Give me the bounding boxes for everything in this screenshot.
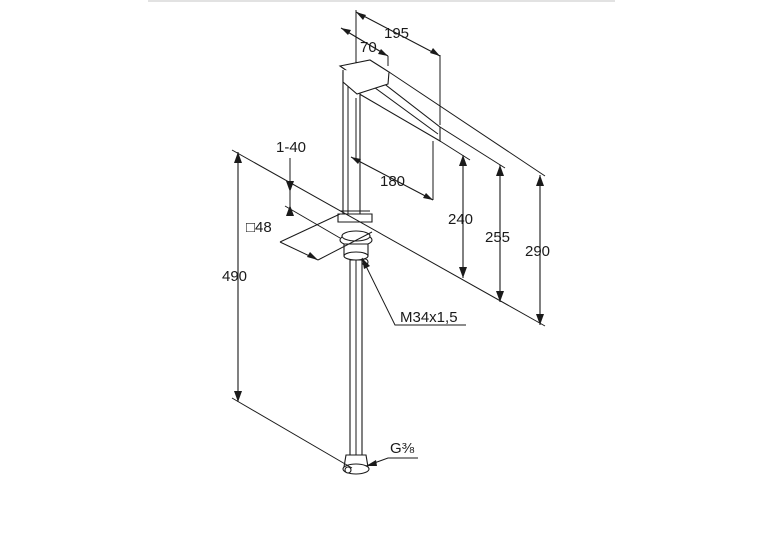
dimension-lines: [231, 10, 546, 469]
arrow-1-40-a: [286, 181, 294, 192]
arrow-180-a: [351, 157, 361, 164]
label-48: □48: [246, 219, 272, 236]
ext-255-top: [439, 126, 506, 169]
dim-line-48-a: [279, 213, 341, 243]
label-70: 70: [360, 39, 377, 56]
arrow-180-b: [423, 193, 433, 200]
arrow-490-b: [234, 391, 242, 402]
label-240: 240: [448, 211, 473, 228]
arrow-490-a: [234, 152, 242, 163]
ext-240-top: [439, 140, 471, 161]
arrow-48: [307, 252, 318, 260]
ext-1-40: [284, 205, 341, 239]
arrow-1-40-b: [286, 205, 294, 216]
label-1-40: 1-40: [276, 139, 306, 156]
mounting-surface-line: [231, 149, 546, 327]
dim-line-180: [350, 156, 434, 201]
arrow-195-b: [430, 48, 440, 56]
arrow-255-b: [496, 291, 504, 302]
ext-290-top: [388, 71, 546, 177]
mounting-washer-top: [341, 230, 371, 242]
label-490: 490: [222, 268, 247, 285]
label-195: 195: [384, 25, 409, 42]
dim-line-195: [355, 11, 441, 57]
dimension-labels: 195 70 180 240 255 290 1-40 □48 490 M34x…: [222, 25, 550, 457]
arrow-195-a: [356, 12, 366, 20]
top-divider: [148, 0, 615, 2]
dim-line-48-b: [317, 231, 373, 261]
label-thread: M34x1,5: [400, 309, 458, 326]
label-255: 255: [485, 229, 510, 246]
arrow-70-b: [378, 49, 388, 56]
ext-490-bottom: [231, 397, 353, 469]
arrow-240-a: [459, 155, 467, 166]
faucet-body: [337, 59, 441, 475]
arrow-240-b: [459, 267, 467, 278]
arrow-255-a: [496, 165, 504, 176]
arrow-290-a: [536, 175, 544, 186]
label-connection: G⅜: [390, 440, 415, 457]
label-290: 290: [525, 243, 550, 260]
leader-thread: [361, 257, 466, 326]
hose-connector-nut: [344, 466, 352, 474]
arrow-connection: [366, 460, 377, 466]
arrow-70-a: [341, 28, 351, 35]
label-180: 180: [380, 173, 405, 190]
arrow-thread: [362, 258, 370, 269]
lever-side: [342, 70, 390, 95]
base-plate: [337, 213, 373, 223]
arrow-290-b: [536, 314, 544, 325]
